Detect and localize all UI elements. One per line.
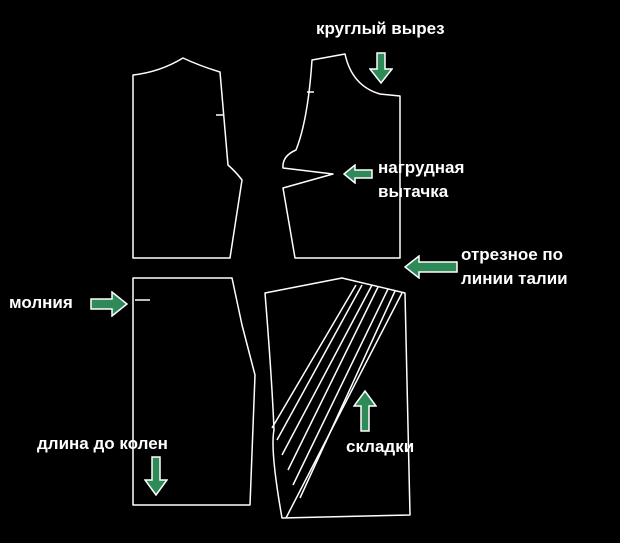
pleat-line xyxy=(281,284,373,456)
front-bodice-piece xyxy=(282,53,401,259)
pleat-lines xyxy=(271,284,403,519)
arrow-up-icon xyxy=(353,390,377,432)
label-knee-length: длина до колен xyxy=(37,434,168,453)
pleat-line xyxy=(287,286,379,471)
arrow-left-icon xyxy=(404,255,458,279)
label-round-neckline: круглый вырез xyxy=(316,19,445,38)
pleat-line xyxy=(285,292,403,519)
label-zipper: молния xyxy=(9,293,73,312)
label-pleats: складки xyxy=(346,437,415,456)
label-bust-dart: нагрудная вытачка xyxy=(378,158,465,201)
arrow-down-icon xyxy=(144,456,168,496)
arrow-down-icon xyxy=(369,52,393,84)
front-skirt-piece xyxy=(264,277,411,519)
arrow-right-icon xyxy=(90,291,128,317)
back-skirt-piece xyxy=(132,277,256,506)
pleat-line xyxy=(276,284,363,441)
pleat-line xyxy=(299,290,396,499)
pleat-line xyxy=(271,284,357,429)
pleat-line xyxy=(292,288,389,486)
label-waist-seam: отрезное по линии талии xyxy=(461,245,568,288)
back-bodice-piece xyxy=(132,57,243,259)
arrow-left-icon xyxy=(343,164,373,184)
